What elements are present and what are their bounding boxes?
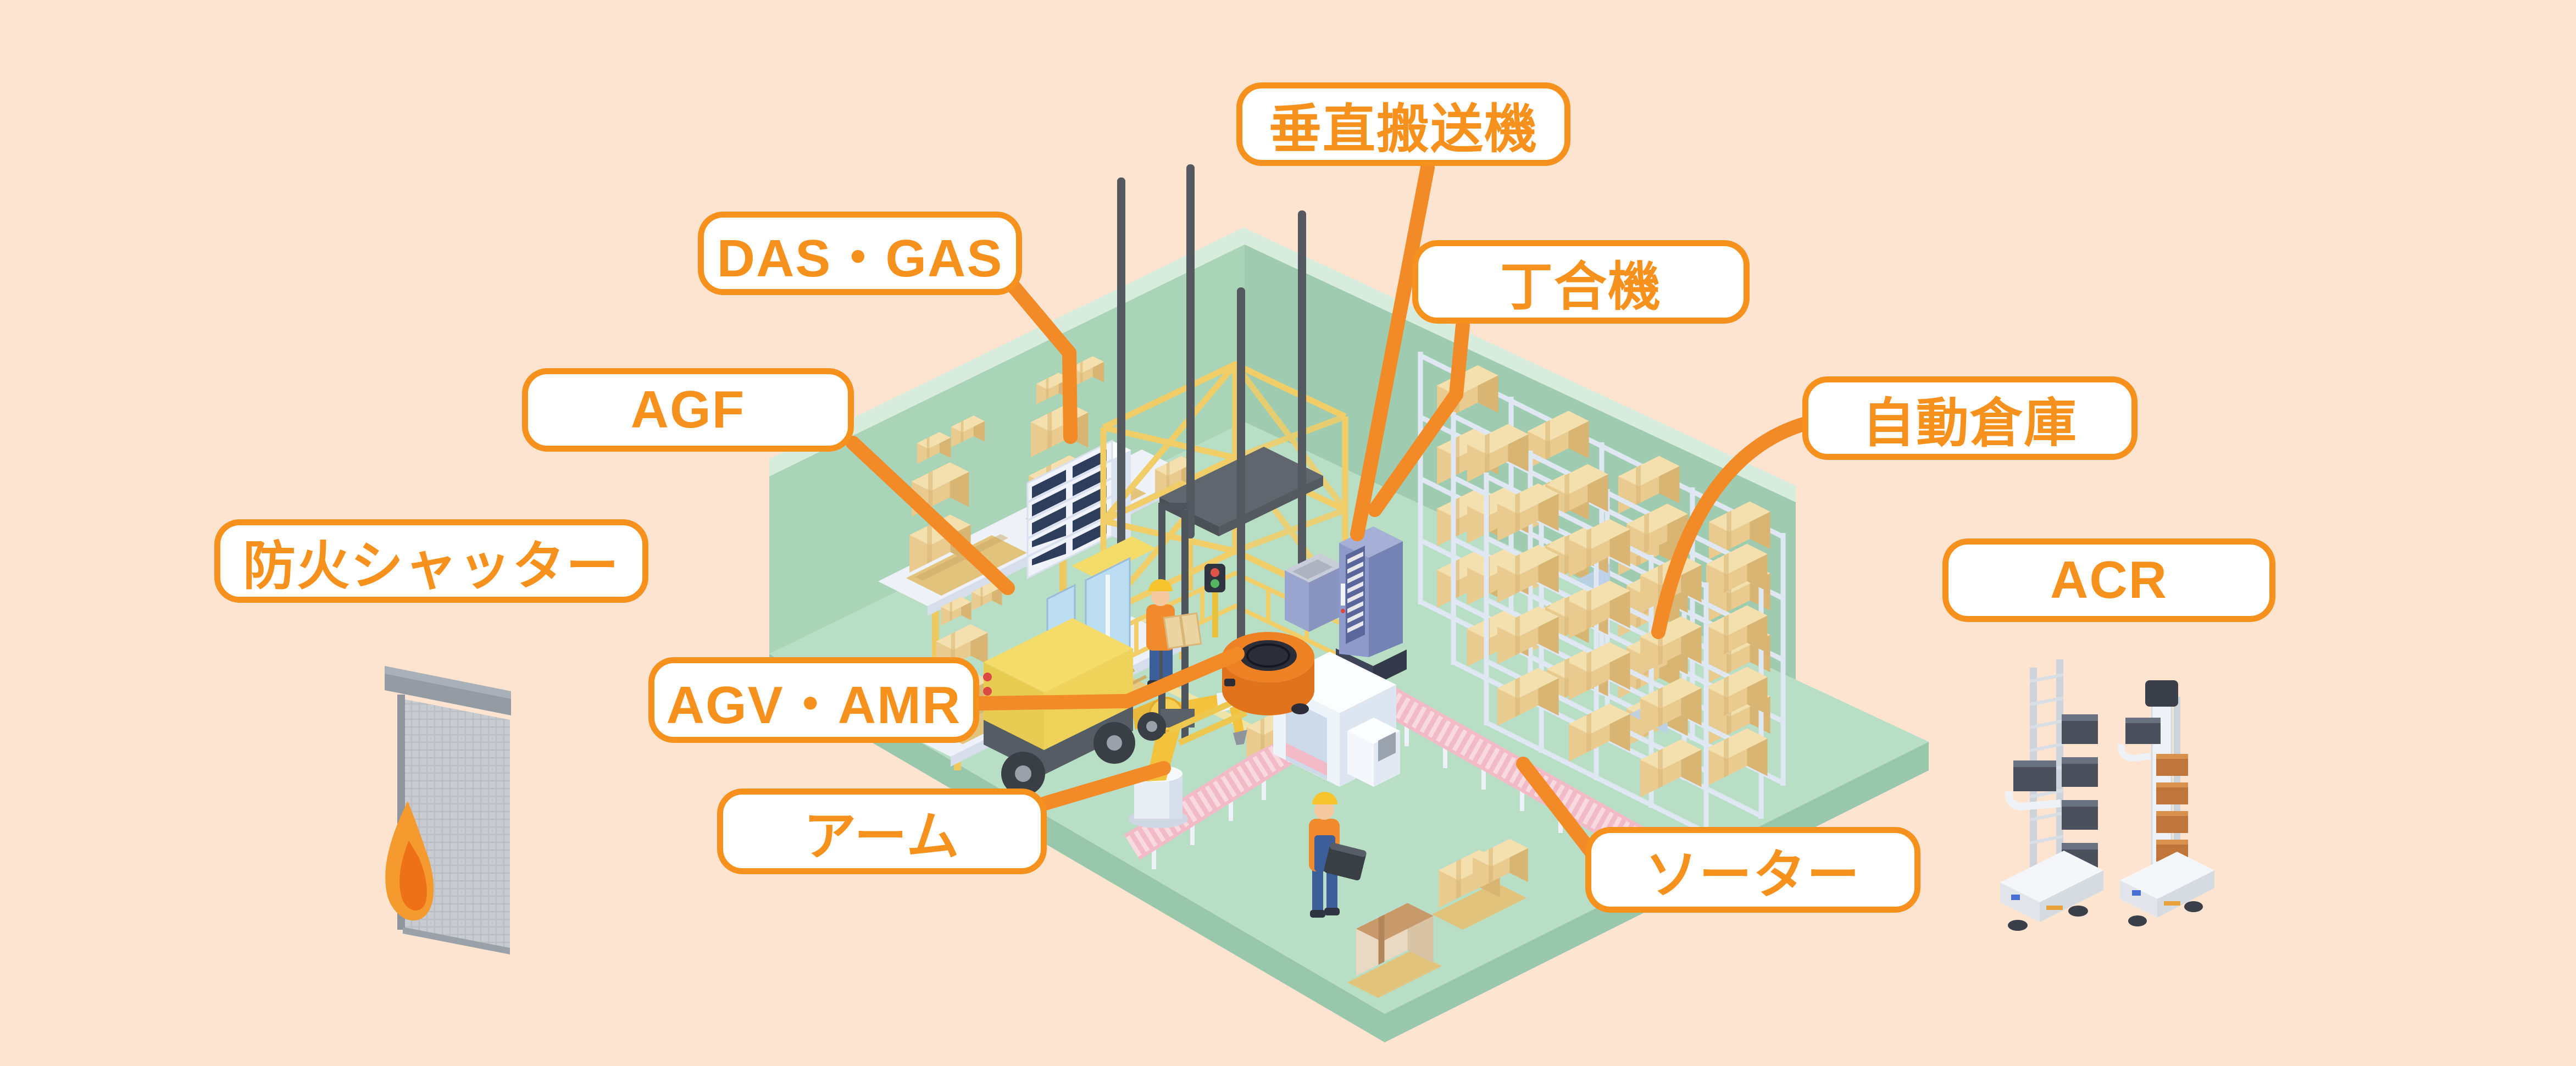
lift-guide-poles (1117, 164, 1306, 648)
label-acr: ACR (1942, 538, 2275, 622)
right-wall-top-edge (1245, 228, 1796, 502)
left-wall (769, 245, 1245, 654)
label-collator: 丁合機 (1412, 240, 1750, 324)
vertical-conveyor-illustration (1100, 164, 1348, 671)
flame-icon (385, 801, 434, 921)
signal-light-icon (1204, 564, 1225, 637)
connector-vertical-conveyor (1350, 160, 1435, 541)
automated-warehouse-racks-illustration (1418, 352, 1786, 835)
callout-connectors (846, 160, 1811, 863)
connector-collator (1368, 318, 1470, 517)
label-das-gas: DAS・GAS (698, 212, 1022, 295)
worker-with-box-icon (1146, 579, 1202, 687)
label-agv-amr: AGV・AMR (648, 657, 979, 743)
acr-robot-2-illustration (2117, 680, 2214, 926)
console-screen (1378, 732, 1396, 762)
label-sorter: ソーター (1585, 827, 1920, 913)
acr-robot-1-illustration (2000, 659, 2103, 931)
connector-automated-warehouse (1651, 417, 1811, 639)
agv-robot-illustration (1222, 632, 1314, 715)
connector-das-gas (1007, 280, 1078, 444)
connector-sorter (1516, 757, 1602, 863)
label-vertical-conveyor: 垂直搬送機 (1236, 82, 1570, 166)
connector-arm (1038, 761, 1171, 810)
worker-with-tote-icon (1309, 792, 1367, 918)
label-agf: AGF (522, 368, 854, 452)
floor-pallets (1347, 839, 1528, 998)
left-wall-top-edge (769, 227, 1245, 476)
label-arm: アーム (717, 789, 1047, 874)
label-automated-warehouse: 自動倉庫 (1802, 376, 2138, 460)
connector-agv-amr (973, 647, 1245, 710)
connector-agf (846, 436, 1015, 595)
label-fire-shutter: 防火シャッター (214, 519, 648, 603)
fire-shutter-illustration (385, 666, 511, 954)
